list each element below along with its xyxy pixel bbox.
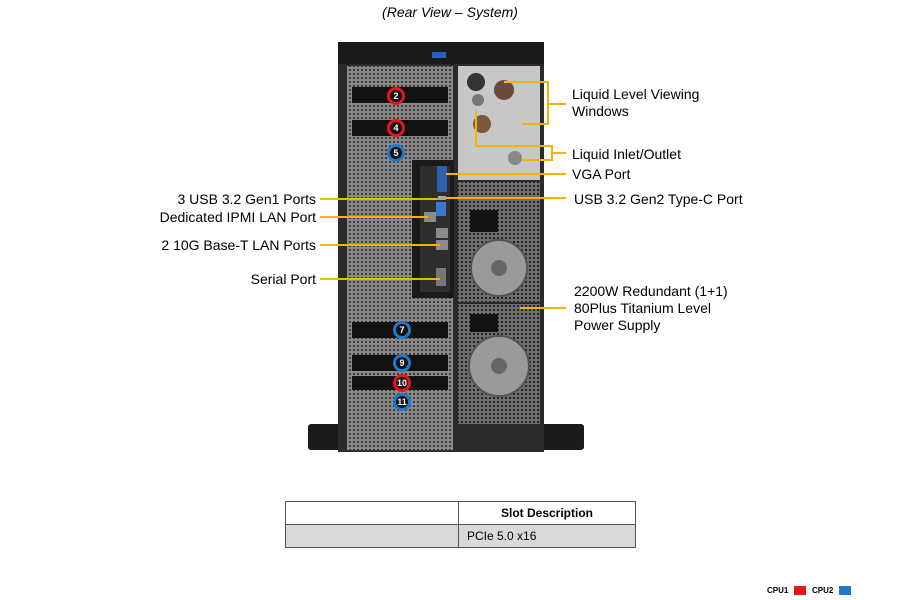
usb-gen1-ports [436,202,446,216]
label-vga: VGA Port [572,166,631,182]
chassis-slot-number: 9 [399,358,404,368]
psu-2-socket [470,314,498,332]
page-title: (Rear View – System) [382,4,518,20]
label-usb-typec: USB 3.2 Gen2 Type-C Port [574,191,743,207]
label-psu-line1: 2200W Redundant (1+1) [574,283,728,299]
chassis-slot-number: 5 [393,148,398,158]
liquid-fitting-1 [472,94,484,106]
ipmi-port [424,212,436,222]
table-header-row: Slot Description [285,501,636,525]
chassis-slot-10-badge: 10 [393,374,411,392]
chassis-slot-badges: 2 4 5 7 9 10 11 [387,87,411,411]
lan-port-2 [436,240,448,250]
usb-typec-port [438,196,446,200]
chassis-slot-5-badge: 5 [387,144,405,162]
liquid-inlet-2 [508,151,522,165]
chassis-slot-number: 2 [393,91,398,101]
chassis-slot-number: 7 [399,325,404,335]
label-psu-line2: 80Plus Titanium Level [574,300,711,316]
legend-cpu1-swatch [794,586,806,595]
callout-liquid-inlet [475,110,553,161]
chassis-slot-2-badge: 2 [387,87,405,105]
psu-1-socket [470,210,498,232]
label-psu: 2200W Redundant (1+1) 80Plus Titanium Le… [574,283,728,334]
psu-1-fan-hub [491,260,507,276]
slot-description-table: Slot Description PCIe 5.0 x16 [285,501,636,548]
chassis-slot-4-badge: 4 [387,119,405,137]
legend-cpu2-swatch [839,586,851,595]
chassis-slot-7-badge: 7 [393,321,411,339]
label-usb-gen1: 3 USB 3.2 Gen1 Ports [177,191,316,207]
lan-port-1 [436,228,448,238]
table-row: PCIe 5.0 x16 [285,524,636,548]
legend-cpu1-label: CPU1 [767,586,789,595]
liquid-window-1 [467,73,485,91]
label-psu-line3: Power Supply [574,317,661,333]
label-ipmi: Dedicated IPMI LAN Port [159,209,316,225]
liquid-window-2 [494,80,514,100]
label-liquid-level-line2: Windows [572,103,629,119]
callout-lines [320,81,566,309]
label-lan: 2 10G Base-T LAN Ports [161,237,316,253]
label-liquid-level: Liquid Level Viewing Windows [572,86,699,120]
table-slot-description-value: PCIe 5.0 x16 [458,524,636,548]
chassis-slot-9-badge: 9 [393,354,411,372]
chassis-slot-11-badge: 11 [393,393,411,411]
chassis-slot-number: 4 [393,123,398,133]
serial-port [436,268,446,286]
label-serial: Serial Port [250,271,316,287]
liquid-inlet-1 [473,115,491,133]
chassis-slot-number: 11 [397,397,407,407]
table-slot-icons-cell [285,524,459,548]
vga-port [437,166,447,192]
psu-2-fan-hub [491,358,507,374]
table-header-empty [285,501,459,525]
legend-cpu2-label: CPU2 [812,586,834,595]
table-header-slot-description: Slot Description [458,501,636,525]
label-liquid-level-line1: Liquid Level Viewing [572,86,700,102]
label-liquid-inlet: Liquid Inlet/Outlet [572,146,681,162]
chassis-slot-number: 10 [397,378,407,388]
chassis-top-indicator [432,52,446,58]
